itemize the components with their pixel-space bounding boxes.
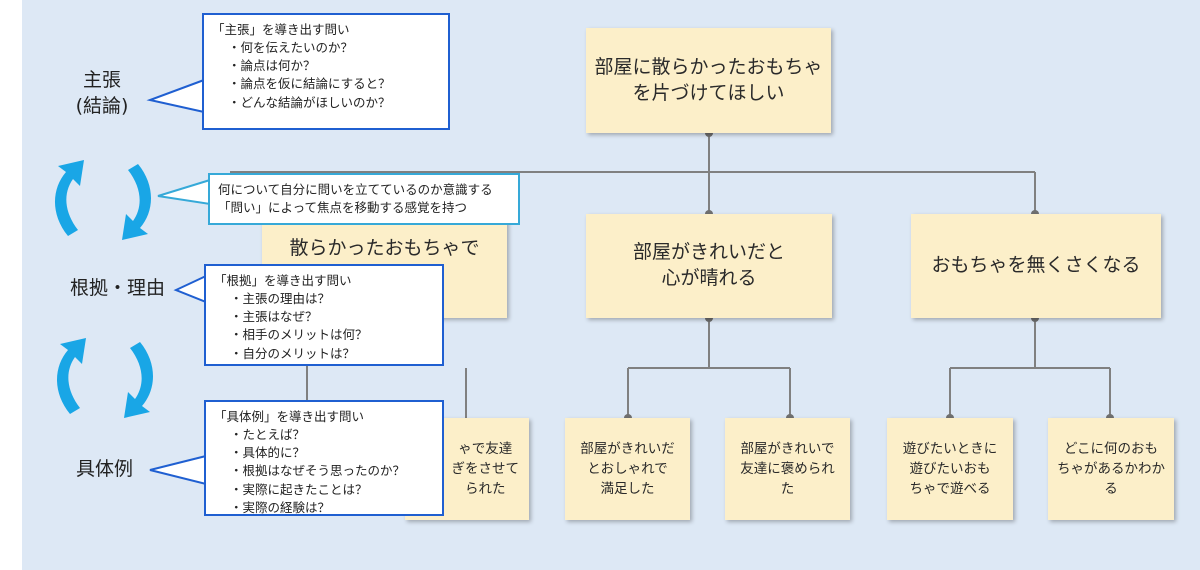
label-example: 具体例 [76,458,134,480]
callout-claim-item: ・何を伝えたいのか？ [228,40,354,56]
callout-pointer-reason [173,274,207,304]
example-box-4: 遊びたいときに 遊びたいおも ちゃで遊べる [887,418,1013,520]
callout-example-item: ・根拠はなぜそう思ったのか？ [230,463,406,479]
callout-example-item: ・実際の経験は？ [230,499,331,515]
callout-example: 「具体例」を導き出す問い ・たとえば？ ・具体的に？ ・根拠はなぜそう思ったのか… [204,400,444,516]
callout-reason: 「根拠」を導き出す問い ・主張の理由は？ ・主張はなぜ？ ・相手のメリットは何？… [204,264,444,366]
connector-reason-3 [949,318,1111,418]
callout-claim-item: ・どんな結論がほしいのか？ [228,94,391,110]
callout-reason-item: ・主張の理由は？ [230,291,331,307]
callout-claim: 「主張」を導き出す問い ・何を伝えたいのか？ ・論点は何か？ ・論点を仮に結論に… [202,13,450,130]
callout-example-item: ・具体的に？ [230,445,306,461]
callout-reason-item: ・自分のメリットは？ [230,345,356,361]
label-claim: 主張 (結論) [75,69,129,117]
callout-pointer-claim [146,78,205,114]
callout-focus-line: 何について自分に問いを立てているのか意識する [218,182,493,197]
callout-reason-item: ・主張はなぜ？ [230,309,318,325]
callout-claim-item: ・論点を仮に結論にすると？ [228,76,391,92]
callout-focus: 何について自分に問いを立てているのか意識する 「問い」によって焦点を移動する感覚… [208,173,520,225]
callout-claim-item: ・論点は何か？ [228,58,316,74]
label-reason: 根拠・理由 [70,277,166,299]
connector-root [230,133,1036,214]
example-box-3: 部屋がきれいで 友達に褒められ た [725,418,850,520]
callout-example-title: 「具体例」を導き出す問い [214,409,365,424]
reason-box-2: 部屋がきれいだと 心が晴れる [586,214,832,318]
callout-example-item: ・実際に起きたことは？ [230,481,368,497]
callout-pointer-example [149,454,207,486]
callout-reason-title: 「根拠」を導き出す問い [214,273,352,288]
connector-reason-2 [627,318,791,418]
root-box: 部屋に散らかったおもちゃ を片づけてほしい [586,28,831,133]
reason-box-3: おもちゃを無くさくなる [911,214,1161,318]
example-box-2: 部屋がきれいだ とおしゃれで 満足した [565,418,690,520]
callout-reason-item: ・相手のメリットは何？ [230,327,368,343]
callout-example-item: ・たとえば？ [230,427,306,443]
callout-claim-title: 「主張」を導き出す問い [212,22,350,37]
callout-focus-line: 「問い」によって焦点を移動する感覚を持つ [218,200,468,216]
example-box-5: どこに何のおも ちゃがあるかわか る [1048,418,1174,520]
callout-pointer-focus [157,178,211,206]
